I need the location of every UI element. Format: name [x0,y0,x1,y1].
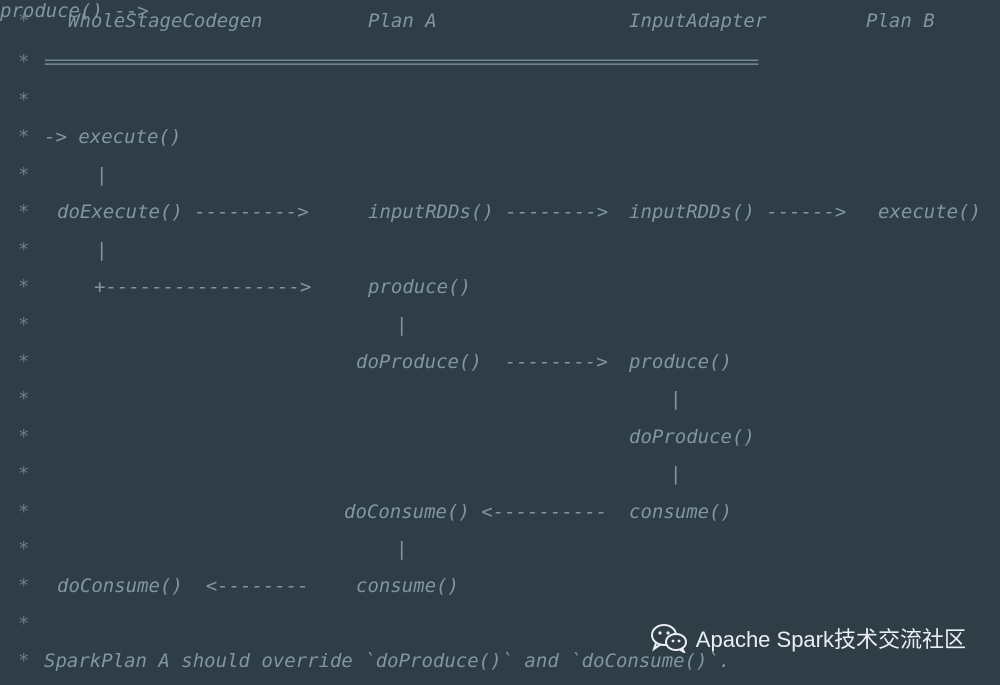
input-rdds-adapter: inputRDDs() ------> [629,201,847,223]
comment-star: * [18,388,30,410]
code-line: * WholeStageCodegen Plan A InputAdapter … [0,10,1000,47]
code-line: * [0,89,1000,126]
code-line: * -> execute() [0,126,1000,163]
code-line: * [0,613,1000,650]
label-plan-b: Plan B [866,10,935,32]
do-produce-plan-a: doProduce() --------> [356,351,608,373]
code-line: * SparkPlan A should override `doProduce… [0,650,1000,685]
label-whole-stage-codegen: WholeStageCodegen [68,10,263,32]
code-line: * doConsume() <-------- consume() [0,575,1000,612]
execute-plan-b: execute() [878,201,981,223]
do-consume-whole-stage: doConsume() <-------- [57,575,309,597]
do-execute-call: doExecute() ---------> [57,201,309,223]
comment-star: * [18,351,30,373]
produce-adapter: produce() [629,351,732,373]
separator-line: ========================================… [44,51,759,73]
code-line: * | [0,538,1000,575]
code-line: * doProduce() [0,426,1000,463]
code-line: * | [0,388,1000,425]
comment-star: * [18,276,30,298]
code-line: * | [0,463,1000,500]
code-line: * ======================================… [0,51,1000,88]
vertical-connector: | [670,463,682,485]
label-plan-a: Plan A [368,10,437,32]
code-line: * doConsume() <---------- consume() [0,501,1000,538]
code-line: * doExecute() ---------> inputRDDs() ---… [0,201,1000,238]
produce-plan-a: produce() [368,276,471,298]
comment-star: * [18,426,30,448]
footer-comment: SparkPlan A should override `doProduce()… [44,650,731,672]
watermark: Apache Spark技术交流社区 [650,622,966,655]
comment-star: * [18,463,30,485]
vertical-connector: | [396,314,408,336]
wechat-icon [650,623,688,655]
comment-star: * [18,575,30,597]
code-line: * | [0,164,1000,201]
execute-call: -> execute() [44,126,182,148]
comment-star: * [18,538,30,560]
vertical-connector: | [670,388,682,410]
comment-star: * [18,89,30,111]
comment-star: * [18,613,30,635]
do-consume-plan-a: doConsume() <---------- [344,501,608,523]
vertical-connector: | [96,164,108,186]
comment-star: * [18,10,30,32]
code-line: * | [0,314,1000,351]
vertical-connector: | [96,239,108,261]
comment-star: * [18,201,30,223]
consume-plan-a: consume() [356,575,459,597]
code-line: * | [0,239,1000,276]
code-line: * doProduce() --------> produce() [0,351,1000,388]
label-input-adapter: InputAdapter [629,10,767,32]
comment-star: * [18,51,30,73]
do-produce-adapter: doProduce() [629,426,755,448]
consume-adapter: consume() [629,501,732,523]
watermark-text: Apache Spark技术交流社区 [695,627,966,652]
branch-arrow: +-----------------> [94,276,312,298]
comment-star: * [18,650,30,672]
comment-star: * [18,126,30,148]
input-rdds-plan-a: inputRDDs() --------> [368,201,609,223]
comment-star: * [18,314,30,336]
comment-star: * [18,501,30,523]
comment-star: * [18,164,30,186]
code-line: * +-----------------> produce() [0,276,1000,313]
comment-star: * [18,239,30,261]
vertical-connector: | [396,538,408,560]
